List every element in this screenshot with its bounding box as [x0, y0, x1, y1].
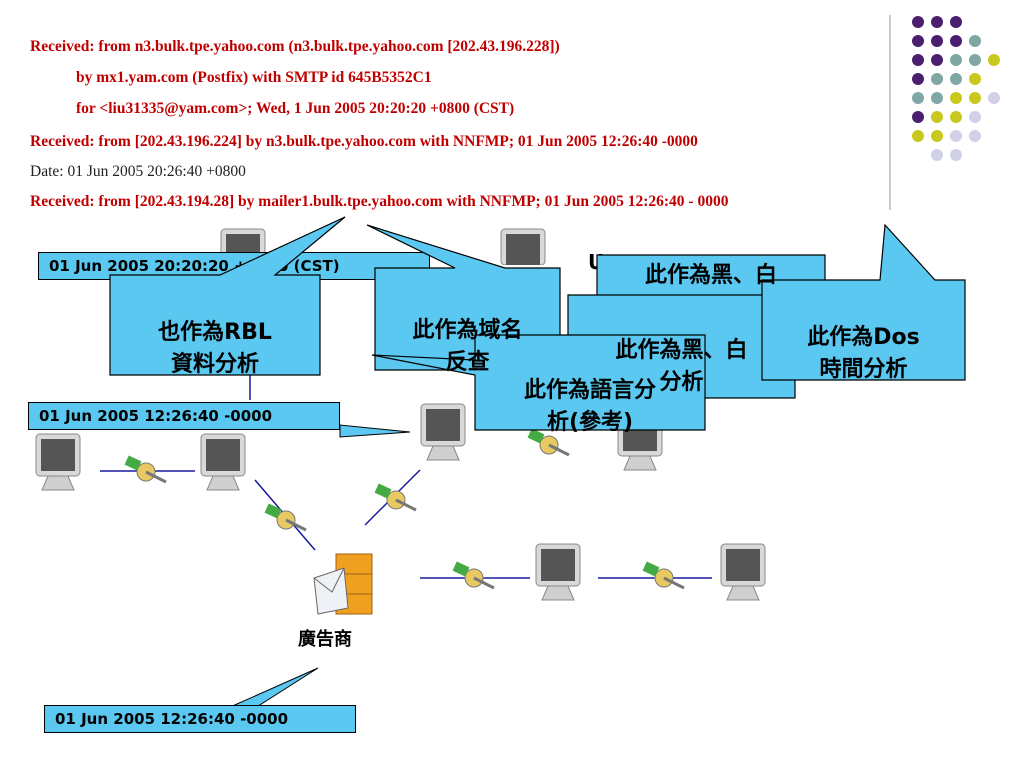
- mail-server-icon: [313, 553, 373, 615]
- decorative-dot: [969, 73, 981, 85]
- decorative-dot: [950, 35, 962, 47]
- network-plug-icon: [264, 503, 307, 532]
- header-line-6: Received: from [202.43.194.28] by mailer…: [30, 193, 729, 210]
- advertiser-label: 廣告商: [298, 629, 352, 650]
- network-plug-icon: [452, 561, 495, 590]
- callout-rbl: 也作為RBL 資料分析: [110, 285, 320, 381]
- decorative-dot: [931, 35, 943, 47]
- monitor-icon: [35, 433, 81, 491]
- network-plug-icon: [374, 483, 417, 512]
- decorative-dot: [912, 92, 924, 104]
- header-line-5: Date: 01 Jun 2005 20:26:40 +0800: [30, 163, 246, 180]
- callout-blackwhite-back-text: 此作為黑、白: [644, 263, 777, 288]
- decorative-dot: [931, 16, 943, 28]
- header-line-4: Received: from [202.43.196.224] by n3.bu…: [30, 133, 698, 150]
- decorative-dot: [931, 111, 943, 123]
- decorative-dot: [969, 130, 981, 142]
- decorative-dot: [931, 54, 943, 66]
- decorative-dot: [912, 35, 924, 47]
- decorative-dot: [931, 73, 943, 85]
- monitor-icon: [720, 543, 766, 601]
- decorative-dot: [950, 54, 962, 66]
- callout-blackwhite-front: 此作為黑、白 分析: [568, 303, 795, 399]
- decorative-dot: [931, 130, 943, 142]
- callout-domain-lookup-text: 此作為域名 反查: [412, 317, 523, 375]
- callout-rbl-text: 也作為RBL 資料分析: [158, 319, 272, 377]
- callout-dos-time-text: 此作為Dos 時間分析: [807, 324, 920, 382]
- decorative-dot: [950, 130, 962, 142]
- header-line-2: by mx1.yam.com (Postfix) with SMTP id 64…: [76, 69, 432, 86]
- callout-domain-lookup: 此作為域名 反查: [375, 283, 560, 379]
- timestamp-box-bottom: 01 Jun 2005 12:26:40 -0000: [44, 705, 356, 733]
- timestamp-box-bottom-text: 01 Jun 2005 12:26:40 -0000: [55, 710, 289, 728]
- decorative-dot: [912, 111, 924, 123]
- decorative-dot: [950, 73, 962, 85]
- monitor-icon: [535, 543, 581, 601]
- decorative-dot: [950, 92, 962, 104]
- network-plug-icon: [527, 428, 570, 457]
- callout-blackwhite-front-text: 此作為黑、白 分析: [615, 337, 748, 395]
- decorative-dot: [912, 54, 924, 66]
- header-line-1: Received: from n3.bulk.tpe.yahoo.com (n3…: [30, 38, 560, 55]
- decorative-dot: [969, 92, 981, 104]
- callout-language-text: 此作為語言分 析(參考): [523, 377, 656, 435]
- decorative-dot: [950, 111, 962, 123]
- decorative-dot: [950, 16, 962, 28]
- decorative-dot: [969, 111, 981, 123]
- decorative-dot: [988, 54, 1000, 66]
- monitor-icon: [420, 403, 466, 461]
- callout-language: 此作為語言分 析(參考): [475, 343, 705, 439]
- callout-blackwhite-back: 此作為黑、白: [597, 260, 825, 292]
- timestamp-box-middle: 01 Jun 2005 12:26:40 -0000: [28, 402, 340, 430]
- decorative-dot: [969, 35, 981, 47]
- decorative-dot: [912, 130, 924, 142]
- decorative-dot: [950, 149, 962, 161]
- decorative-dot: [969, 54, 981, 66]
- timestamp-box-middle-text: 01 Jun 2005 12:26:40 -0000: [39, 407, 273, 425]
- header-line-3: for <liu31335@yam.com>; Wed, 1 Jun 2005 …: [76, 100, 515, 117]
- monitor-icon: [500, 228, 546, 265]
- decorative-dot: [912, 16, 924, 28]
- decorative-dot: [931, 92, 943, 104]
- decorative-dot: [931, 149, 943, 161]
- network-plug-icon: [642, 561, 685, 590]
- decorative-dot: [912, 73, 924, 85]
- network-plug-icon: [124, 455, 167, 484]
- decorative-dot: [988, 92, 1000, 104]
- callout-dos-time: 此作為Dos 時間分析: [762, 290, 965, 386]
- monitor-icon: [200, 433, 246, 491]
